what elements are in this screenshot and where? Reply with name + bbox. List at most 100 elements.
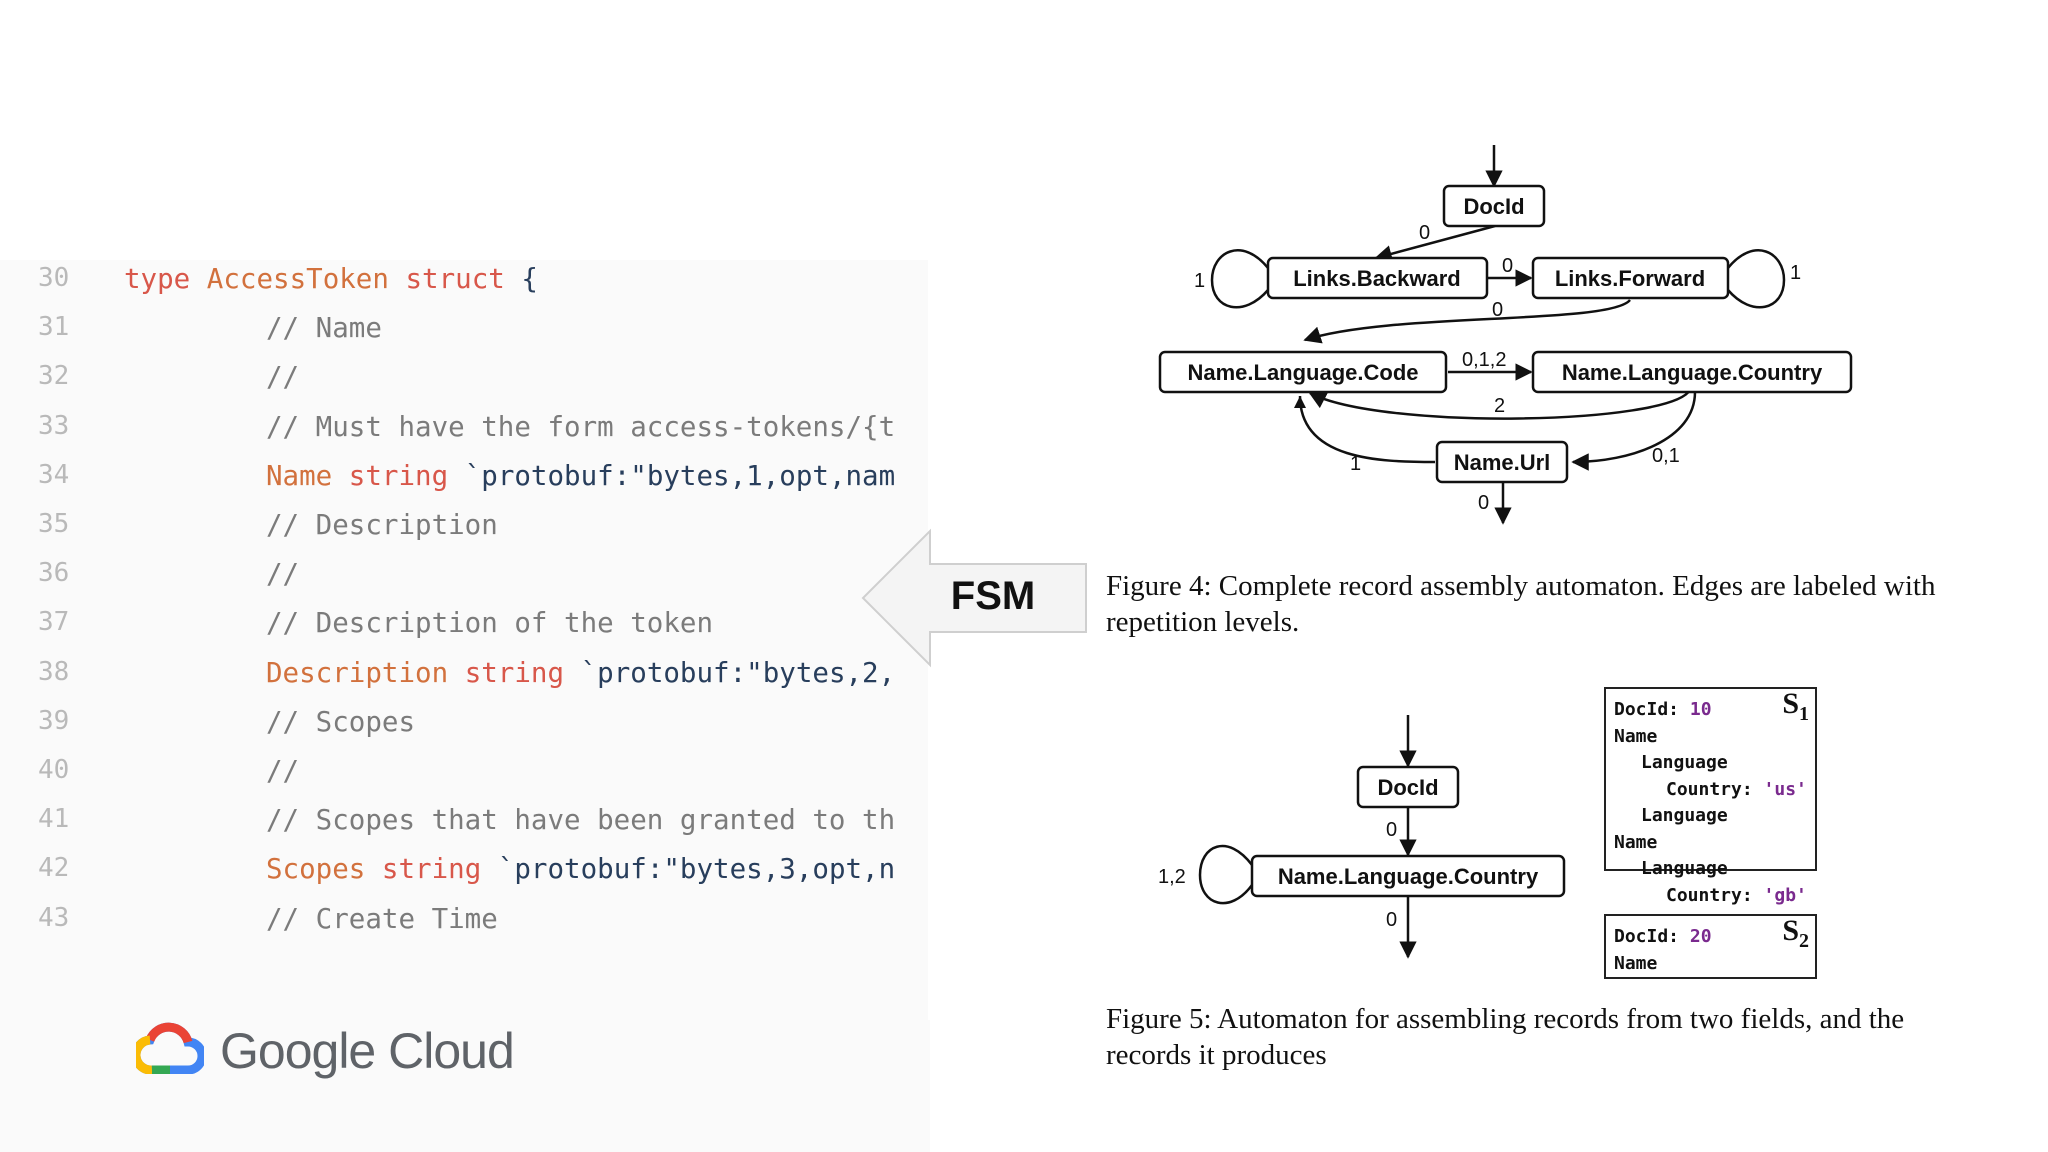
line-number: 36 [38,558,70,589]
code-text: Name string `protobuf:"bytes,1,opt,nam [266,460,895,492]
code-token: `protobuf:"bytes,3,opt,n [497,853,896,886]
fig4-label-backward-self: 1 [1194,270,1205,292]
code-line: 38 Description string `protobuf:"bytes,2, [0,657,930,706]
code-line: 31 // Name [0,312,930,361]
line-number: 34 [38,459,70,490]
code-token: string [348,459,465,492]
fig4-edge-forward-code [1303,299,1631,344]
code-token: // Must have the form access-tokens/{t [266,410,896,443]
fig4-node-links-backward: Links.Backward [1266,256,1489,300]
line-number: 30 [38,263,70,293]
fig5-loop-country [1198,844,1254,905]
fig4-label-url-exit: 0 [1478,492,1489,514]
fig4-label-country-url: 0,1 [1652,445,1680,467]
fig4-loop-forward [1727,249,1786,309]
fig4-label-backward-forward: 0 [1502,255,1513,277]
fig4-loop-backward [1210,249,1269,309]
record-s1-label: S1 [1782,687,1809,726]
fig5-label-country-exit: 0 [1386,909,1397,931]
code-token: type [124,263,207,295]
line-number: 35 [38,509,70,539]
figure5-caption: Figure 5: Automaton for assembling recor… [1106,1003,1905,1071]
line-number: 38 [38,656,70,687]
line-number: 41 [38,804,70,835]
fig5-label-country-self: 1,2 [1158,866,1186,888]
code-text: // [266,361,299,393]
code-text: Description string `protobuf:"bytes,2, [266,657,895,689]
fig5-node-name-language-country-label: Name.Language.Country [1278,864,1539,889]
code-line: 42 Scopes string `protobuf:"bytes,3,opt,n [0,853,930,902]
code-token: // Scopes that have been granted to th [266,804,896,837]
code-token: // Description of the token [266,607,714,640]
code-text: // Scopes [266,706,415,738]
line-number: 37 [38,607,70,638]
google-cloud-logo-text: Google Cloud [220,1023,515,1079]
fig4-node-name-language-code-label: Name.Language.Code [1187,360,1418,385]
code-line: 36 // [0,558,930,607]
code-text: // [266,755,299,787]
code-token: // Description [266,509,498,541]
line-number: 39 [38,705,70,736]
code-token: string [464,656,581,689]
fig4-node-docid: DocId [1442,184,1546,228]
fig4-node-name-url: Name.Url [1435,440,1569,484]
code-text: // Must have the form access-tokens/{t [266,411,895,443]
code-token: string [381,853,498,886]
fig4-node-name-url-label: Name.Url [1454,450,1551,475]
fig4-node-name-language-code: Name.Language.Code [1158,350,1448,394]
fsm-label: FSM [950,574,1036,618]
fig4-node-name-language-country: Name.Language.Country [1531,350,1853,394]
code-token: Name [266,459,349,492]
code-text: // Create Time [266,903,498,935]
fig4-node-links-backward-label: Links.Backward [1293,266,1461,291]
fig5-node-name-language-country: Name.Language.Country [1250,854,1566,898]
code-token: // [266,755,300,787]
code-token: // Name [266,312,382,345]
code-token: `protobuf:"bytes,1,opt,nam [464,459,896,492]
line-number: 32 [38,361,70,392]
code-token: AccessToken [206,263,406,295]
code-text: // [266,558,299,590]
fig4-edge-country-code [1308,389,1692,420]
code-line: 39 // Scopes [0,706,930,755]
code-line: 41 // Scopes that have been granted to th [0,804,930,853]
code-text: // Description [266,509,498,541]
code-text: type AccessToken struct { [124,263,538,295]
code-line: 34 Name string `protobuf:"bytes,1,opt,nam [0,460,930,509]
code-text: Scopes string `protobuf:"bytes,3,opt,n [266,853,895,885]
code-token: // Create Time [266,902,498,935]
line-number: 43 [38,902,70,933]
fig4-label-url-code: 1 [1350,453,1361,475]
code-line: 40// [0,755,930,804]
fig4-node-name-language-country-label: Name.Language.Country [1562,360,1823,385]
figure5-automaton: DocId Name.Language.Country 0 1,2 0 [1158,715,1566,959]
code-text: // Name [266,312,382,344]
code-line: 43 // Create Time [0,903,930,952]
figure4-automaton: DocId Links.Backward Links.Forward Name.… [1158,145,1853,525]
code-token: Description [266,656,465,689]
fig4-node-links-forward-label: Links.Forward [1555,266,1705,291]
fig4-node-links-forward: Links.Forward [1531,256,1730,300]
fig5-node-docid: DocId [1356,765,1460,809]
fig4-label-docid-backward: 0 [1419,222,1430,244]
code-editor: 30 type AccessToken struct { 31 // Name 32 //… [0,260,930,1152]
fig4-label-code-country: 0,1,2 [1462,349,1506,371]
fig4-label-forward-self: 1 [1790,262,1801,284]
code-token: // [266,361,300,394]
code-text: // Scopes that have been granted to th [266,804,895,836]
fig4-node-docid-label: DocId [1463,194,1524,219]
code-line: 37 // Description of the token [0,607,930,656]
fig4-edge-docid-backward [1374,224,1496,263]
line-number: 33 [38,410,70,441]
code-line: 32 // [0,361,930,410]
fig5-label-docid-country: 0 [1386,819,1397,841]
code-token: `protobuf:"bytes,2, [580,656,896,689]
code-text: // Description of the token [266,607,713,639]
line-number: 31 [38,312,70,343]
record-s2: S2 DocId: 20 Name [1604,914,1817,979]
code-fade [928,260,1048,1020]
fig4-edge-url-code [1298,395,1436,464]
line-number: 42 [38,853,70,884]
figure4-caption: Figure 4: Complete record assembly autom… [1106,570,1936,638]
left-arrow-icon [861,528,1087,668]
